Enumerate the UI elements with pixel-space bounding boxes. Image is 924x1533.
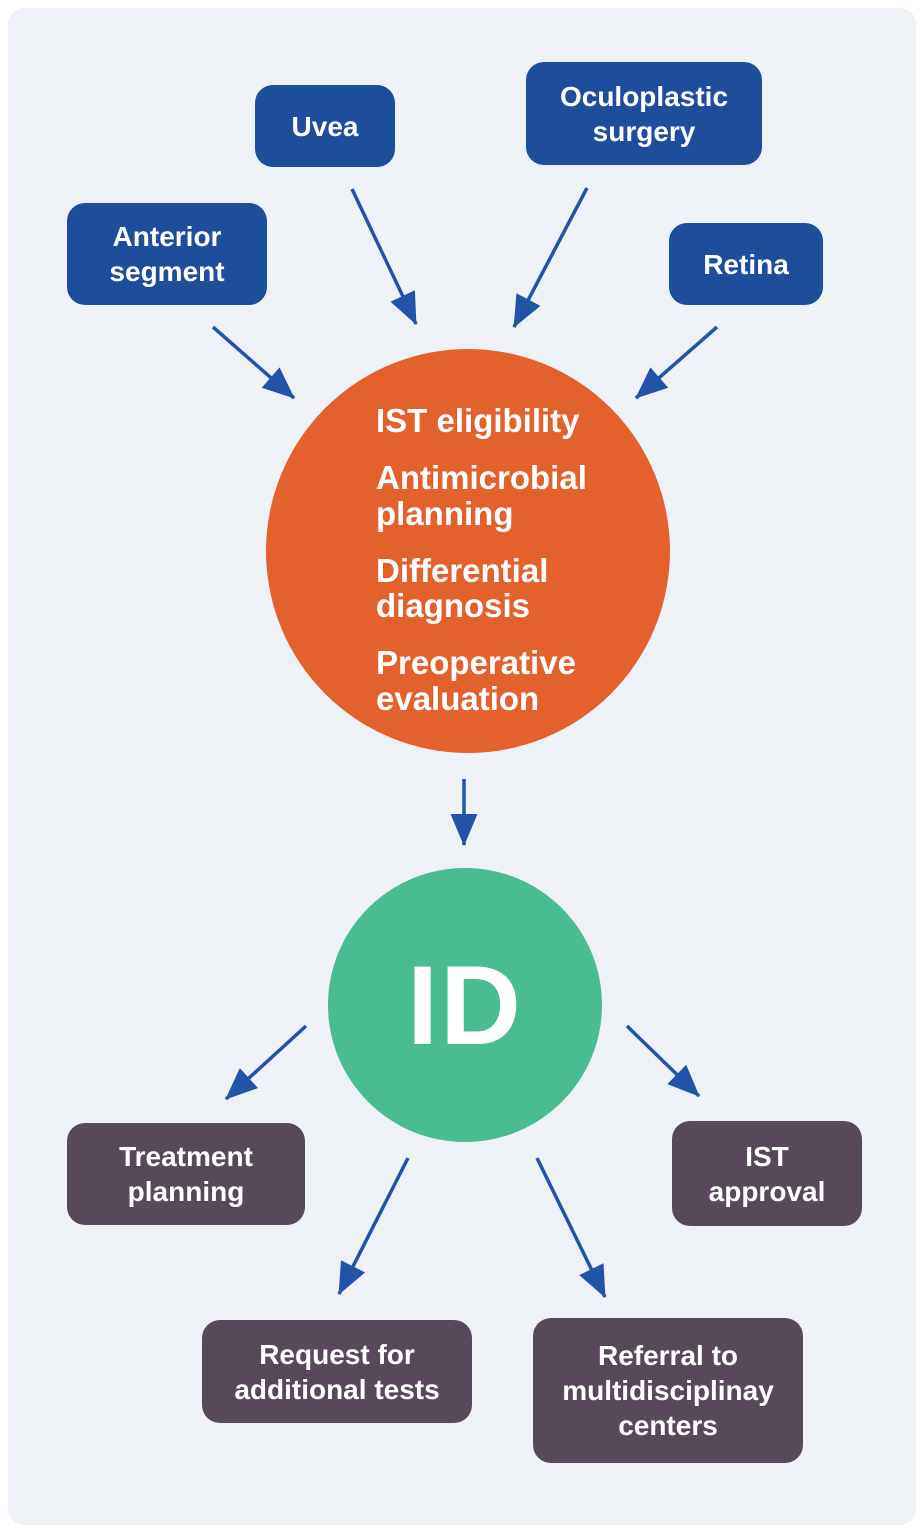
node-oculoplastic-surgery-label: Oculoplastic surgery <box>559 80 729 147</box>
node-treatment-planning-label: Treatment planning <box>119 1141 253 1207</box>
hub-item-preoperative-evaluation: Preoperative evaluation <box>376 644 576 717</box>
hub-item-list: IST eligibility Antimicrobial planning D… <box>376 403 644 716</box>
hub-item-ist-eligibility: IST eligibility <box>376 402 580 439</box>
node-request-additional-tests: Request for additional tests <box>202 1320 472 1423</box>
node-ist-approval-label: IST approval <box>708 1140 826 1207</box>
node-anterior-segment: Anterior segment <box>67 203 267 305</box>
hub-item-antimicrobial-planning: Antimicrobial planning <box>376 459 587 532</box>
node-anterior-segment-label: Anterior segment <box>109 221 225 287</box>
id-circle: ID <box>328 868 602 1142</box>
node-ist-approval: IST approval <box>672 1121 862 1226</box>
node-retina-label: Retina <box>703 248 789 280</box>
node-referral-multidisciplinary-centers: Referral to multidisciplinay centers <box>533 1318 803 1463</box>
node-oculoplastic-surgery: Oculoplastic surgery <box>526 62 762 165</box>
hub-circle: IST eligibility Antimicrobial planning D… <box>266 349 670 753</box>
node-treatment-planning: Treatment planning <box>67 1123 305 1225</box>
node-uvea-label: Uvea <box>291 110 359 142</box>
hub-item-differential-diagnosis: Differential diagnosis <box>376 551 549 625</box>
node-referral-multidisciplinary-centers-label: Referral to multidisciplinay centers <box>562 1340 774 1441</box>
node-retina: Retina <box>669 223 823 305</box>
node-uvea: Uvea <box>255 85 395 167</box>
node-request-additional-tests-label: Request for additional tests <box>234 1338 440 1405</box>
id-circle-label: ID <box>407 942 523 1068</box>
